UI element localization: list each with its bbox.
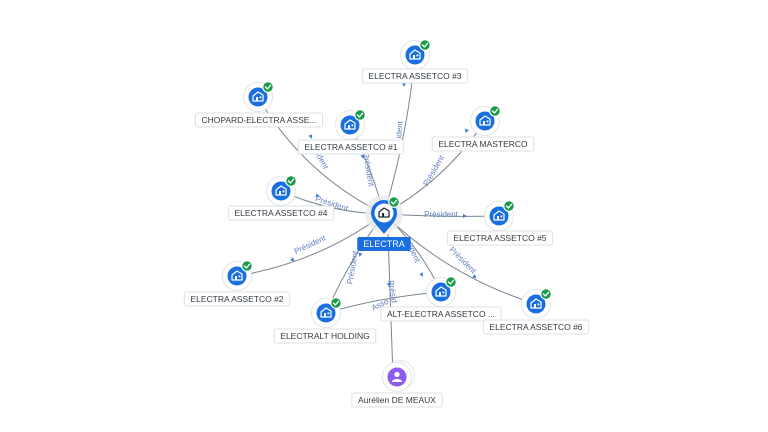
company-node-a3[interactable]: ELECTRA ASSETCO #3: [361, 39, 469, 84]
building-icon: [231, 270, 243, 281]
building-icon: [435, 286, 447, 297]
edge-label-a1: Président: [361, 152, 376, 188]
edge-arrow: [387, 283, 391, 287]
company-label-a3[interactable]: ELECTRA ASSETCO #3: [361, 68, 469, 84]
check-icon: [354, 109, 366, 121]
company-label-masterco[interactable]: ELECTRA MASTERCO: [431, 136, 535, 152]
company-label-alt-text: ALT-ELECTRA ASSETCO ...: [387, 309, 495, 319]
building-icon: [378, 207, 390, 218]
nodes: ELECTRA ASSETCO #3 CHOPARD-ELECTRA ASSE..…: [183, 39, 590, 408]
company-node-alt[interactable]: ALT-ELECTRA ASSETCO ...: [380, 276, 502, 322]
edge-label-holding: Président: [345, 249, 360, 285]
building-icon: [320, 307, 332, 318]
company-node-holding[interactable]: ELECTRALT HOLDING: [273, 297, 377, 344]
company-label-holding-text: ELECTRALT HOLDING: [280, 331, 369, 341]
company-node-a5[interactable]: ELECTRA ASSETCO #5: [446, 200, 554, 246]
center-label[interactable]: ELECTRA: [357, 237, 411, 251]
check-icon: [489, 105, 501, 117]
edge-label-a6: Président: [448, 245, 479, 276]
person-label[interactable]: Aurélien DE MEAUX: [351, 392, 443, 408]
company-node-a6[interactable]: ELECTRA ASSETCO #6: [482, 288, 590, 335]
company-label-a5-text: ELECTRA ASSETCO #5: [453, 233, 546, 243]
edge-arrow: [402, 83, 406, 87]
company-node-chopard[interactable]: CHOPARD-ELECTRA ASSE...: [194, 81, 324, 128]
check-icon: [241, 260, 253, 272]
edge-arrows: [290, 83, 477, 287]
company-label-a6-text: ELECTRA ASSETCO #6: [489, 322, 582, 332]
company-label-a2-text: ELECTRA ASSETCO #2: [190, 294, 283, 304]
company-node-masterco[interactable]: ELECTRA MASTERCO: [431, 105, 535, 152]
company-label-a1[interactable]: ELECTRA ASSETCO #1: [297, 139, 405, 155]
center-node[interactable]: ELECTRA: [357, 195, 411, 251]
edge-arrow: [464, 128, 469, 133]
company-label-holding[interactable]: ELECTRALT HOLDING: [273, 328, 377, 344]
building-icon: [275, 185, 287, 196]
company-node-a2[interactable]: ELECTRA ASSETCO #2: [183, 260, 291, 307]
company-label-a4[interactable]: ELECTRA ASSETCO #4: [227, 205, 335, 221]
company-label-a4-text: ELECTRA ASSETCO #4: [234, 208, 327, 218]
company-node-a1[interactable]: ELECTRA ASSETCO #1: [297, 109, 405, 155]
edge-person: [387, 233, 394, 378]
person-icon: [392, 371, 402, 382]
edge-label-a3: ident: [394, 120, 405, 139]
edge-label-a2: Président: [293, 233, 328, 256]
check-icon: [419, 39, 431, 51]
check-icon: [540, 288, 552, 300]
company-label-chopard-text: CHOPARD-ELECTRA ASSE...: [201, 115, 316, 125]
edge-arrow: [360, 154, 365, 159]
center-label-text: ELECTRA: [363, 239, 405, 249]
check-icon: [285, 175, 297, 187]
company-label-alt[interactable]: ALT-ELECTRA ASSETCO ...: [380, 306, 502, 322]
edge-arrow: [290, 257, 295, 261]
edge-arrow: [308, 134, 313, 139]
edge-arrow: [419, 272, 423, 277]
edge-a6: [383, 213, 537, 305]
check-icon: [330, 297, 342, 309]
check-icon: [503, 200, 515, 212]
check-icon: [388, 196, 400, 208]
edge-arrow: [315, 193, 320, 198]
company-label-masterco-text: ELECTRA MASTERCO: [438, 139, 528, 149]
edge-arrow: [358, 252, 363, 257]
building-icon: [530, 298, 542, 309]
edge-label-a5: Président: [424, 210, 459, 219]
building-icon: [344, 119, 356, 130]
building-icon: [479, 115, 491, 126]
edge-arrow: [463, 214, 467, 218]
building-icon: [493, 210, 505, 221]
company-label-chopard[interactable]: CHOPARD-ELECTRA ASSE...: [194, 112, 324, 128]
company-label-a5[interactable]: ELECTRA ASSETCO #5: [446, 230, 554, 246]
company-label-a2[interactable]: ELECTRA ASSETCO #2: [183, 291, 291, 307]
company-node-a4[interactable]: ELECTRA ASSETCO #4: [227, 175, 335, 221]
check-icon: [262, 81, 274, 93]
edge-label-person: Présid: [386, 280, 399, 304]
company-label-a1-text: ELECTRA ASSETCO #1: [304, 142, 397, 152]
building-icon: [252, 91, 264, 102]
edge-arrow: [472, 274, 477, 279]
check-icon: [445, 276, 457, 288]
building-icon: [409, 49, 421, 60]
person-node[interactable]: Aurélien DE MEAUX: [351, 360, 443, 408]
person-label-text: Aurélien DE MEAUX: [358, 395, 436, 405]
company-label-a3-text: ELECTRA ASSETCO #3: [368, 71, 461, 81]
company-label-a6[interactable]: ELECTRA ASSETCO #6: [482, 319, 590, 335]
